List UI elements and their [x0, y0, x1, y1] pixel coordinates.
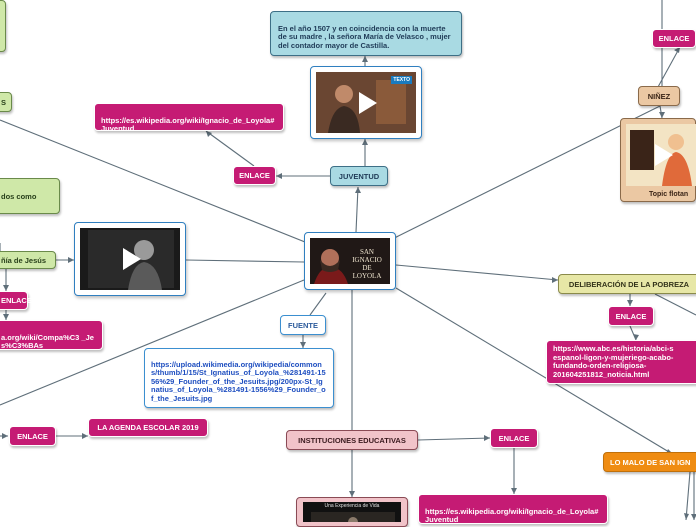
compania-link[interactable]: a.org/wiki/Compa%C3 _Jes%C3%BAs — [1, 332, 94, 351]
center-title: SAN IGNACIO DE LOYOLA — [352, 248, 382, 280]
ninez-node[interactable]: NIÑEZ — [638, 86, 680, 106]
juventud-label: JUVENTUD — [338, 171, 380, 181]
left-top-partial-node[interactable] — [0, 0, 6, 52]
deliberacion-enlace-label: ENLACE — [615, 311, 647, 321]
agenda-enlace-node[interactable]: ENLACE — [9, 426, 56, 446]
instituciones-enlace-node[interactable]: ENLACE — [490, 428, 538, 448]
topic-caption: Topic flotan — [649, 191, 689, 198]
instituciones-link-node[interactable]: https://es.wikipedia.org/wiki/Ignacio_de… — [418, 494, 608, 524]
sepia-figure-icon — [311, 512, 395, 522]
video-caption: Una Experiencia de Vida — [324, 503, 380, 509]
compania-node[interactable]: ñía de Jesús — [0, 251, 56, 269]
juventud-enlace-node[interactable]: ENLACE — [233, 166, 276, 185]
deliberacion-link-node[interactable]: https://www.abc.es/historia/abci-s espan… — [546, 340, 696, 384]
play-icon[interactable] — [654, 144, 673, 166]
deliberacion-label: DELIBERACIÓN DE LA POBREZA — [568, 279, 690, 289]
deliberacion-node[interactable]: DELIBERACIÓN DE LA POBREZA — [558, 274, 696, 294]
fuente-node[interactable]: FUENTE — [280, 315, 326, 335]
deliberacion-enlace-node[interactable]: ENLACE — [608, 306, 654, 326]
juventud-link[interactable]: https://es.wikipedia.org/wiki/Ignacio_de… — [101, 115, 275, 134]
instituciones-video-thumbnail: Una Experiencia de Vida — [303, 502, 401, 522]
juventud-link-node[interactable]: https://es.wikipedia.org/wiki/Ignacio_de… — [94, 103, 284, 134]
juventud-video-thumbnail: TEXTO — [316, 72, 416, 133]
instituciones-label: INSTITUCIONES EDUCATIVAS — [298, 435, 406, 445]
juventud-enlace-label: ENLACE — [239, 171, 270, 180]
topic-image — [626, 124, 696, 186]
fuente-link[interactable]: https://upload.wikimedia.org/wikipedia/c… — [151, 359, 326, 403]
compania-link-node[interactable]: a.org/wiki/Compa%C3 _Jes%C3%BAs — [0, 320, 103, 350]
fuente-label: FUENTE — [288, 320, 318, 330]
juventud-text: En el año 1507 y en coincidencia con la … — [278, 23, 451, 50]
left-s-node[interactable]: S — [0, 92, 12, 112]
compania-enlace-node[interactable]: ENLACE — [0, 291, 32, 310]
juventud-text-node[interactable]: En el año 1507 y en coincidencia con la … — [270, 11, 462, 56]
deliberacion-link[interactable]: https://www.abc.es/historia/abci-s espan… — [553, 344, 674, 379]
instituciones-node[interactable]: INSTITUCIONES EDUCATIVAS — [286, 430, 418, 450]
portrait-figure-icon — [310, 238, 390, 284]
left-video-thumbnail — [80, 228, 180, 290]
ninez-enlace-label: ENLACE — [658, 34, 690, 43]
video-badge: TEXTO — [391, 76, 412, 84]
compania-label: ñía de Jesús — [1, 255, 47, 265]
fuente-link-node[interactable]: https://upload.wikimedia.org/wikipedia/c… — [144, 348, 334, 408]
topic-image-node[interactable]: Topic flotan — [620, 118, 696, 202]
agenda-label: LA AGENDA ESCOLAR 2019 — [97, 423, 199, 432]
left-s-label: S — [1, 97, 7, 107]
center-node[interactable]: SAN IGNACIO DE LOYOLA — [304, 232, 396, 290]
lo-malo-node[interactable]: LO MALO DE SAN IGN — [603, 452, 696, 472]
instituciones-video-node[interactable]: Una Experiencia de Vida — [296, 497, 408, 527]
saint-portrait-image: SAN IGNACIO DE LOYOLA — [310, 238, 390, 284]
instituciones-enlace-label: ENLACE — [498, 433, 530, 443]
agenda-node[interactable]: LA AGENDA ESCOLAR 2019 — [88, 418, 208, 437]
play-icon[interactable] — [359, 91, 377, 114]
ninez-label: NIÑEZ — [647, 91, 671, 101]
left-dos-como-node[interactable]: dos como — [0, 178, 60, 214]
left-video-node[interactable] — [74, 222, 186, 296]
compania-enlace-label: ENLACE — [1, 296, 32, 305]
play-icon[interactable] — [123, 248, 141, 270]
agenda-enlace-label: ENLACE — [17, 431, 48, 441]
ninez-enlace-node[interactable]: ENLACE — [652, 29, 696, 48]
lo-malo-label: LO MALO DE SAN IGN — [610, 457, 691, 467]
left-dos-como-label: dos como — [1, 191, 37, 201]
juventud-node[interactable]: JUVENTUD — [330, 166, 388, 186]
instituciones-link[interactable]: https://es.wikipedia.org/wiki/Ignacio_de… — [425, 506, 599, 525]
juventud-video-node[interactable]: TEXTO — [310, 66, 422, 139]
